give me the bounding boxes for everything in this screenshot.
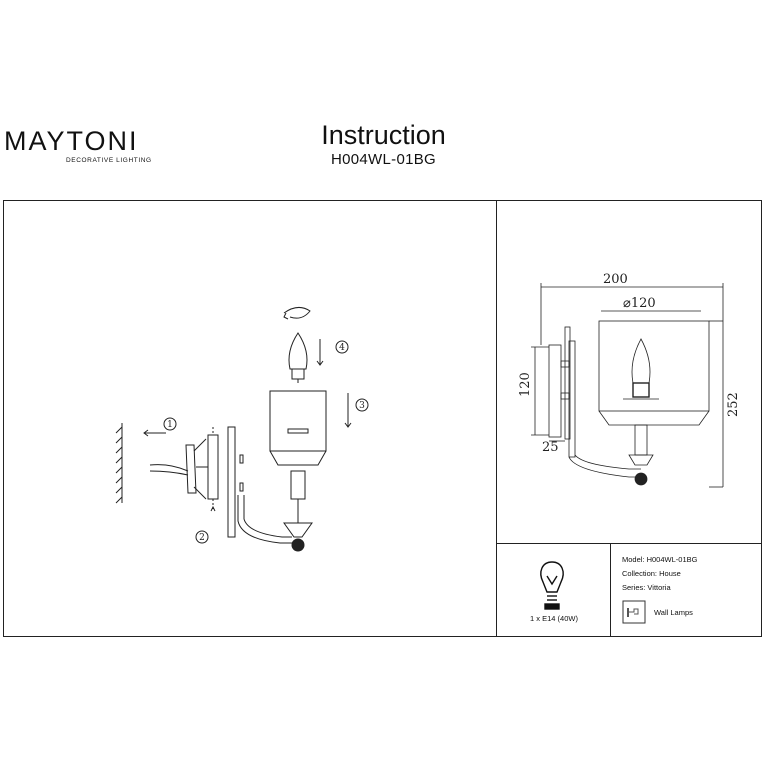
wall-lamp-icon (622, 600, 646, 624)
candle-cup (283, 522, 313, 538)
brand-logo: MAYTONI DECORATIVE LIGHTING (4, 126, 154, 165)
dim-backplate-height: 120 (518, 372, 533, 397)
dim-height: 252 (726, 392, 741, 417)
model-code: H004WL-01BG (330, 151, 436, 168)
step-2-label: 2 (199, 533, 205, 543)
step-2-marker (195, 530, 209, 544)
bulb-icon (288, 332, 308, 370)
brand-tagline: DECORATIVE LIGHTING (66, 157, 152, 164)
socket-icon (290, 470, 306, 500)
lampshade (269, 390, 327, 452)
spec-collection: Collection: House (622, 569, 681, 578)
wire-icon (149, 464, 189, 472)
drawing-frame (3, 200, 762, 637)
spec-type: Wall Lamps (654, 608, 693, 617)
step-3-marker (355, 398, 369, 412)
step-3-label: 3 (359, 401, 365, 411)
header: Instruction H004WL-01BG (0, 119, 767, 169)
lamp-type-icon (540, 561, 564, 610)
dimension-diagram: 200 ⌀120 25 120 252 (518, 272, 741, 488)
step-4-marker (335, 340, 349, 354)
dim-knob-icon (634, 472, 648, 486)
dim-bulb-icon (631, 338, 651, 384)
page-title: Instruction (321, 120, 446, 150)
dim-depth: 25 (542, 440, 559, 455)
frame-divider-vertical (496, 200, 497, 637)
knob-icon (291, 538, 305, 552)
brand-name: MAYTONI (4, 126, 139, 156)
lamp-arm (237, 495, 292, 544)
mounting-bracket (185, 444, 197, 494)
dim-lamp-arm (568, 456, 641, 478)
assembly-diagram: 1 2 3 4 (115, 307, 369, 552)
wall-hatch (115, 426, 123, 504)
dim-backplate (548, 344, 562, 438)
spec-divider (610, 543, 611, 637)
dim-width: 200 (603, 272, 628, 287)
mounting-plate (207, 434, 219, 500)
spec-model: Model: H004WL-01BG (622, 555, 698, 564)
step-1-label: 1 (167, 420, 173, 430)
bulb-spec: 1 x E14 (40W) (530, 614, 578, 623)
dim-diameter: ⌀120 (623, 296, 656, 311)
dim-lampshade (598, 320, 710, 412)
step-4-label: 4 (339, 343, 345, 353)
frame-divider-horizontal (496, 543, 762, 544)
rotate-arrow-icon (283, 307, 311, 319)
backplate (227, 426, 236, 538)
step-1-marker (163, 417, 177, 431)
spec-series: Series: Vittoria (622, 583, 671, 592)
